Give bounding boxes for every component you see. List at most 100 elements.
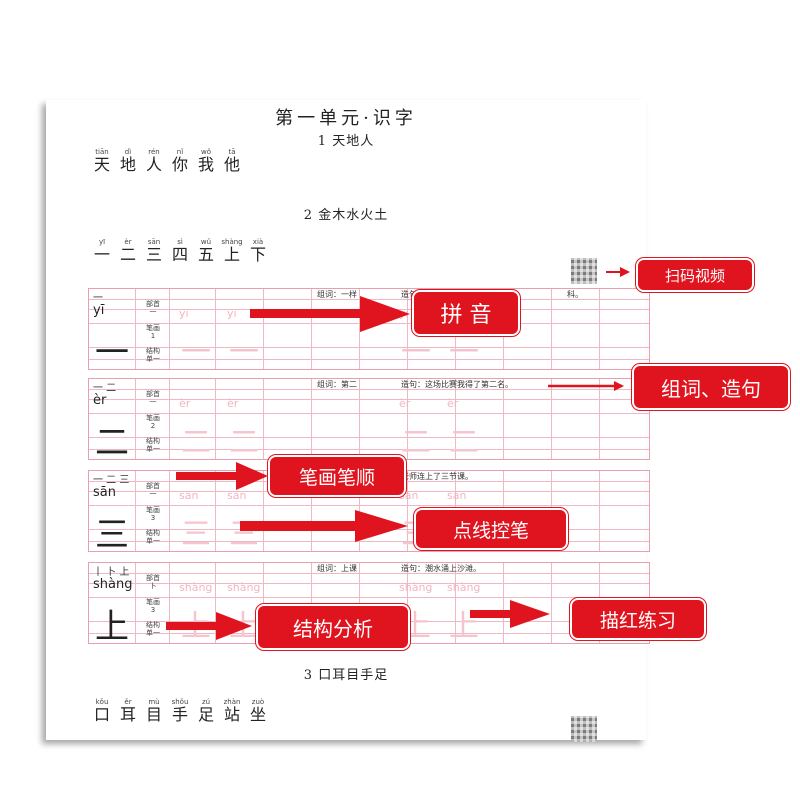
trace-pinyin: èr	[179, 397, 191, 410]
char-pinyin-large: èr	[93, 393, 107, 408]
char-hanzi: 二	[119, 245, 136, 264]
char-pinyin: shǒu	[171, 698, 189, 706]
trace-hanzi: 一	[229, 335, 259, 370]
structure-label: 结构	[146, 621, 160, 629]
trace-pinyin: yī	[179, 307, 189, 320]
char-pinyin: yī	[98, 238, 106, 246]
callout-pen-control: 点线控笔	[414, 508, 568, 550]
strokes-value: 3	[150, 514, 156, 522]
arrow-structure	[166, 612, 252, 640]
strokes-value: 2	[150, 422, 156, 430]
structure-label: 结构	[146, 529, 160, 537]
char-hanzi: 上	[223, 245, 240, 264]
trace-hanzi: 二	[181, 425, 211, 460]
trace-pinyin: èr	[227, 397, 239, 410]
char-hanzi: 人	[145, 155, 162, 174]
grid-line	[311, 379, 312, 459]
char-hanzi: 站	[223, 705, 240, 724]
char-pinyin: zuò	[251, 698, 265, 706]
char-hanzi-large: 一	[95, 333, 129, 373]
char-hanzi: 足	[197, 705, 214, 724]
char-pinyin: kǒu	[95, 698, 109, 706]
char-pinyin: wǔ	[200, 238, 212, 246]
structure-label: 结构	[146, 437, 160, 445]
grid-line	[215, 471, 216, 551]
char-pinyin: èr	[124, 238, 132, 246]
grid-line	[89, 505, 649, 506]
grid-line	[263, 289, 264, 369]
lesson-3-title: 3 口耳目手足	[303, 668, 389, 683]
structure-value: 单一	[146, 629, 160, 637]
trace-pinyin: sān	[227, 489, 247, 502]
word-group: 组词：第二	[317, 380, 357, 389]
grid-line	[89, 573, 649, 574]
grid-line	[89, 347, 649, 348]
grid-line	[89, 389, 649, 390]
qr-code-icon[interactable]	[571, 258, 597, 284]
strokes-label: 笔画	[146, 414, 160, 422]
grid-line	[89, 583, 649, 584]
word-group: 组词：一样	[317, 290, 357, 299]
grid-line	[407, 289, 408, 369]
grid-line	[455, 563, 456, 643]
arrow-pen	[240, 510, 408, 542]
stroke-sequence: 丨 卜 上	[93, 567, 130, 578]
char-hanzi: 口	[93, 705, 110, 724]
callout-words-sentences: 组词、造句	[632, 364, 790, 410]
callout-qr-video: 扫码视频	[636, 258, 754, 292]
strokes-value: 1	[150, 332, 156, 340]
grid-line	[599, 471, 600, 551]
grid-line	[551, 379, 552, 459]
grid-line	[89, 359, 649, 360]
grid-line	[359, 289, 360, 369]
grid-line	[89, 449, 649, 450]
char-pinyin: tiān	[95, 148, 109, 156]
grid-line	[455, 379, 456, 459]
char-pinyin: nǐ	[176, 148, 184, 156]
callout-trace-practice: 描红练习	[570, 598, 706, 640]
grid-line	[359, 379, 360, 459]
grid-line	[263, 471, 264, 551]
char-pinyin: dì	[124, 148, 132, 156]
radical-value: 一	[149, 308, 157, 316]
trace-pinyin: shàng	[179, 581, 213, 594]
grid-line	[551, 289, 552, 369]
example-sentence: 造句：潮水涌上沙滩。	[401, 564, 481, 573]
grid-line	[503, 563, 504, 643]
callout-stroke-order: 笔画笔顺	[268, 455, 406, 497]
char-hanzi: 手	[171, 705, 188, 724]
grid-line	[407, 471, 408, 551]
strokes-label: 笔画	[146, 506, 160, 514]
grid-line	[407, 563, 408, 643]
grid-line	[135, 563, 136, 643]
lesson-2-title: 2 金木水火土	[303, 208, 389, 223]
char-hanzi-large: 二	[95, 423, 129, 463]
grid-line	[169, 379, 170, 459]
arrow-strokes	[176, 462, 268, 490]
grid-line	[89, 437, 649, 438]
char-pinyin: sān	[147, 238, 161, 246]
example-sentence: 老师连上了三节课。	[401, 472, 473, 481]
structure-value: 单一	[146, 445, 160, 453]
char-pinyin: ěr	[124, 698, 132, 706]
strokes-label: 笔画	[146, 324, 160, 332]
char-hanzi: 天	[93, 155, 110, 174]
char-pinyin: wǒ	[200, 148, 211, 156]
grid-line	[215, 379, 216, 459]
qr-code-icon[interactable]	[571, 716, 597, 742]
char-pinyin: shàng	[221, 238, 243, 246]
trace-pinyin: sān	[179, 489, 199, 502]
char-pinyin: zhàn	[223, 698, 241, 706]
callout-structure-analysis: 结构分析	[256, 604, 410, 650]
arrow-pinyin	[250, 296, 410, 332]
strokes-value: 3	[150, 606, 156, 614]
lesson-1-title: 1 天地人	[317, 134, 375, 149]
